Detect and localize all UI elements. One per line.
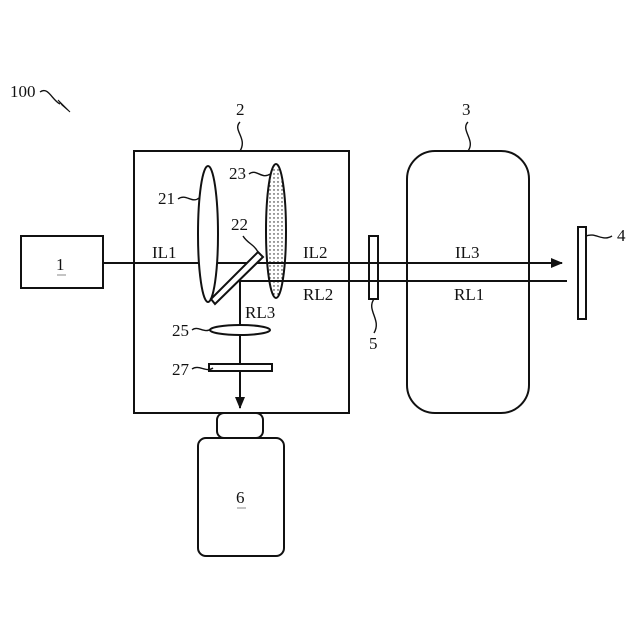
mirror-22-label: 22 [231, 215, 248, 234]
target-label: 4 [617, 226, 626, 245]
element-27 [209, 364, 272, 371]
lens-23 [266, 164, 286, 298]
filter-plate [369, 236, 378, 299]
lens-23-label: 23 [229, 164, 246, 183]
lens-25-label: 25 [172, 321, 189, 340]
lens-21 [198, 166, 218, 302]
filter-leader [372, 299, 377, 333]
beam-label-il2: IL2 [303, 243, 328, 262]
beam-label-rl1: RL1 [454, 285, 484, 304]
optical-module-leader [238, 122, 243, 151]
lens-25 [210, 325, 270, 335]
beam-label-il1: IL1 [152, 243, 177, 262]
detector-label: 6 [236, 488, 245, 507]
system-ref-leader [40, 91, 60, 104]
detector-connector [217, 413, 263, 438]
element-27-label: 27 [172, 360, 190, 379]
beam-label-rl2: RL2 [303, 285, 333, 304]
lens-21-label: 21 [158, 189, 175, 208]
system-ref-arrow [58, 100, 70, 112]
medium-leader [466, 122, 471, 151]
target-plate [578, 227, 586, 319]
medium-label: 3 [462, 100, 471, 119]
system-ref-label: 100 [10, 82, 36, 101]
optical-module-label: 2 [236, 100, 245, 119]
beam-label-rl3: RL3 [245, 303, 275, 322]
target-leader [586, 235, 612, 238]
filter-label: 5 [369, 334, 378, 353]
light-source-label: 1 [56, 255, 65, 274]
beam-label-il3: IL3 [455, 243, 480, 262]
